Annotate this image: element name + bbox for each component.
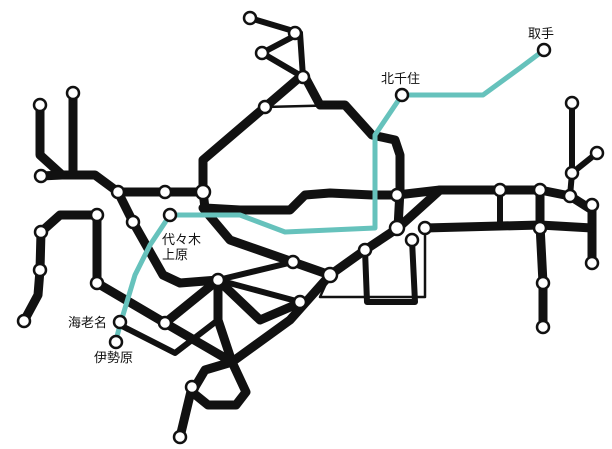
station-kitasenju[interactable] [394,87,410,103]
station[interactable] [65,85,81,101]
highlighted-route [113,47,547,343]
station[interactable] [89,275,105,291]
station[interactable] [589,145,605,161]
station[interactable] [157,315,173,331]
station[interactable] [584,197,600,213]
rail-line-north-triangle [247,15,306,80]
station[interactable] [33,224,49,240]
rail-line-ebina [117,317,221,356]
station-toride[interactable] [536,42,552,58]
station[interactable] [404,232,420,248]
rail-line-central-1 [198,203,335,280]
station[interactable] [357,242,373,258]
rail-line-west-southern [19,210,102,326]
station[interactable] [257,99,273,115]
label-toride: 取手 [528,27,554,42]
label-isehara: 伊勢原 [94,351,133,366]
label-kitasenju: 北千住 [381,72,420,87]
rail-line-southwest-1 [113,187,223,288]
rail-line-odakyu-lower [160,318,237,367]
rail-line-east-lower [420,220,597,233]
station[interactable] [254,45,270,61]
station[interactable] [388,219,406,237]
station[interactable] [32,262,48,278]
station-yoyogi-uehara[interactable] [162,207,178,223]
station[interactable] [16,313,32,329]
station[interactable] [285,254,301,270]
station[interactable] [564,165,580,181]
station[interactable] [292,294,308,310]
station[interactable] [564,95,580,111]
station[interactable] [125,214,141,230]
rail-line-southeast-loop [318,226,427,299]
station[interactable] [110,184,126,200]
station[interactable] [492,182,508,198]
station-ebina[interactable] [112,314,128,330]
label-yoyogi-uehara-line1: 代々木 [162,233,201,248]
rail-line-central-2 [215,259,296,283]
rail-line-east-upper [567,100,575,199]
station[interactable] [210,272,226,288]
station[interactable] [242,10,258,26]
rail-line-south-tail [175,382,197,442]
rail-line-north-spine [297,30,306,80]
rail-line-loop-lower [198,187,402,215]
station[interactable] [389,187,405,203]
rail-line-southwest-2 [92,210,223,328]
rail-line-central-4 [213,275,300,325]
station[interactable] [321,266,339,284]
station[interactable] [172,429,188,445]
label-yoyogi-uehara-line2: 上原 [162,248,188,263]
station[interactable] [32,97,48,113]
station[interactable] [562,188,578,204]
rail-line-central-3 [215,277,303,305]
station[interactable] [287,25,303,41]
station[interactable] [535,275,551,291]
stations [16,10,605,445]
rail-line-east-branch [535,185,548,332]
rail-line-southeast-inner [362,237,418,305]
rail-lines [19,15,600,442]
station[interactable] [33,168,49,184]
label-ebina: 海老名 [68,315,107,331]
station[interactable] [194,183,212,201]
station[interactable] [295,69,311,85]
rail-line-main-diagonal [227,185,445,367]
station[interactable] [532,220,548,236]
station[interactable] [417,220,433,236]
rail-line-south-hook [187,357,251,410]
station[interactable] [584,255,600,271]
station[interactable] [157,184,173,200]
station[interactable] [535,319,551,335]
station[interactable] [184,379,200,395]
station[interactable] [89,207,105,223]
station[interactable] [532,182,548,198]
rail-line-north-cross [263,103,347,109]
station-isehara[interactable] [108,334,124,350]
station-labels: 取手 北千住 代々木 上原 海老名 伊勢原 [68,27,554,366]
